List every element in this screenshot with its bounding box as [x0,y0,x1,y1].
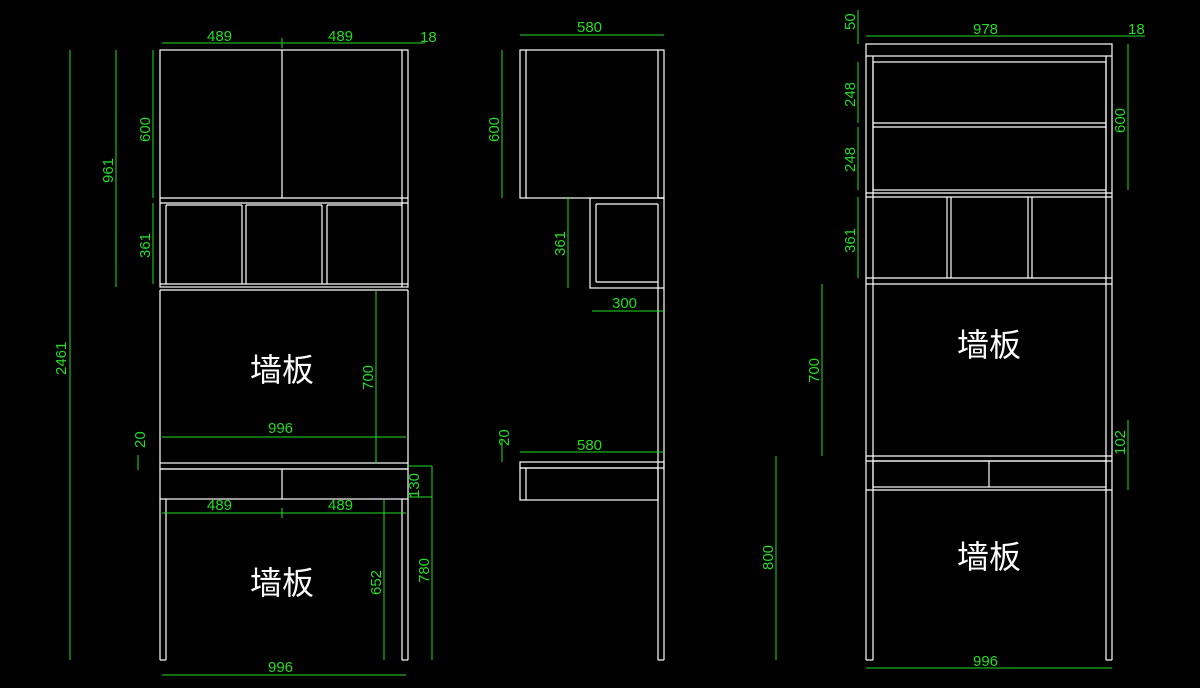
dim-front-bottom-width: 996 [268,659,293,676]
dim-side-desk-thickness: 20 [496,429,513,446]
dim-right-desk-height: 102 [1112,430,1129,455]
right-dimensions: 978 18 50 248 248 600 361 700 102 800 99… [760,10,1145,670]
right-elevation: 墙板 墙板 978 18 50 248 248 600 361 700 102 … [760,10,1145,670]
dim-front-upper-height: 961 [100,158,117,183]
dim-side-desk-depth: 580 [577,437,602,454]
dim-front-side-18: 18 [420,29,437,46]
dim-drawer-width-489a: 489 [207,497,232,514]
dim-front-total-height: 2461 [53,342,70,375]
dim-front-drawer-height: 130 [406,473,423,498]
wall-panel-label: 墙板 [250,351,314,389]
dim-right-side-thickness: 18 [1128,21,1145,38]
dim-right-leg-height: 800 [760,545,777,570]
dim-right-bottom-width: 996 [973,653,998,670]
wall-panel-label: 墙板 [957,538,1021,576]
dim-right-panel-height: 700 [806,358,823,383]
side-dimensions: 580 600 361 300 20 580 [486,19,664,462]
side-elevation: 580 600 361 300 20 580 [486,19,665,661]
dim-drawer-width-489b: 489 [328,497,353,514]
dim-front-leg-height: 780 [416,558,433,583]
front-dimensions: 489 489 18 2461 961 600 361 700 996 20 4… [53,28,437,676]
dim-front-cubby-height: 361 [137,233,154,258]
dim-side-door-height: 600 [486,117,503,142]
dim-side-cubby-height: 361 [552,231,569,256]
dim-side-top-depth: 580 [577,19,602,36]
dim-right-top-thickness: 50 [842,13,859,30]
dim-front-door-height: 600 [137,117,154,142]
dim-front-desk-width: 996 [268,420,293,437]
dim-right-shelf-total: 600 [1112,108,1129,133]
wall-panel-label: 墙板 [250,564,314,602]
dim-right-inner-width: 978 [973,21,998,38]
dim-right-shelf2-height: 248 [842,147,859,172]
dim-right-cubby-height: 361 [842,228,859,253]
dim-front-width-489a: 489 [207,28,232,45]
dim-front-panel-height: 700 [360,365,377,390]
dim-right-shelf1-height: 248 [842,82,859,107]
dim-front-width-489b: 489 [328,28,353,45]
wall-panel-label: 墙板 [957,326,1021,364]
dim-front-knee-height: 652 [368,570,385,595]
dim-side-cubby-depth: 300 [612,295,637,312]
dim-front-desk-thickness: 20 [132,431,149,448]
front-elevation: 墙板 墙板 489 489 18 2461 961 600 361 700 99… [53,28,437,676]
